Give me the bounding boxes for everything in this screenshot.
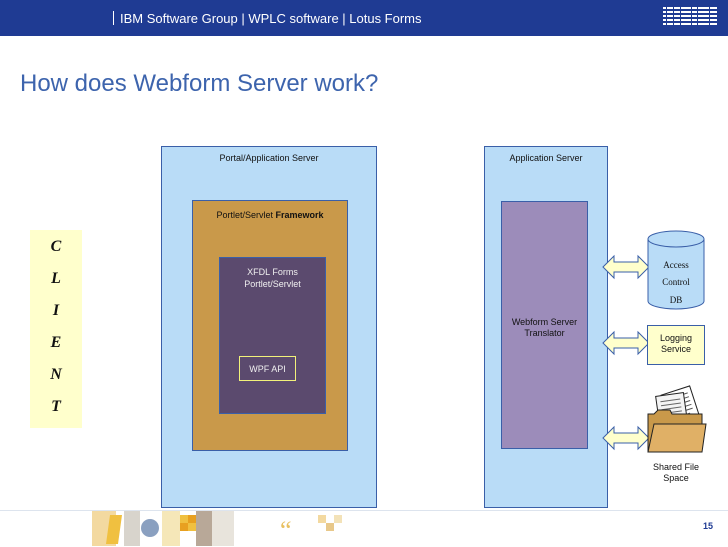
logging-label-line1: Logging [659,333,693,343]
application-server-label: Application Server [509,153,583,163]
client-letter: E [50,334,62,351]
framework-label-prefix: Portlet/Servlet [216,210,276,220]
xfdl-portlet-box [219,257,326,414]
header-bar [0,0,728,36]
webform-translator-box [501,201,588,449]
wpf-api-label: WPF API [249,364,286,374]
client-box: C L I E N T [30,230,82,428]
slide-title: How does Webform Server work? [20,70,379,97]
client-letter: C [50,238,62,255]
portal-server-label: Portal/Application Server [219,153,319,163]
client-letter: T [51,398,61,415]
shared-file-arrow [602,425,650,451]
logging-service-box [647,325,705,365]
portlet-framework-label: Portlet/Servlet Framework [192,209,348,221]
access-db-arrow [602,254,650,280]
shared-file-label-line1: Shared File [652,462,700,472]
folder-icon [647,385,707,453]
client-letter: L [51,270,61,287]
client-letter: N [50,366,62,383]
footer-decoration: “ [92,511,342,546]
access-db-label-line1: Access [663,260,689,270]
page-number: 15 [703,521,714,531]
database-icon [647,230,705,310]
translator-label-line2: Translator [524,328,565,338]
shared-file-label-line2: Space [663,473,689,483]
framework-label-bold: Framework [275,210,324,220]
logging-arrow [602,330,650,356]
footer-quote-glyph: “ [280,516,292,545]
xfdl-portlet-label-line2: Portlet/Servlet [244,279,301,289]
access-db-label-line2: Control [662,277,690,287]
header-breadcrumb-text: IBM Software Group | WPLC software | Lot… [120,11,422,26]
wpf-api-box [239,356,296,381]
access-db-label-line3: DB [669,295,683,305]
translator-label-line1: Webform Server [511,317,578,327]
ibm-logo [663,6,717,26]
client-letter: I [52,302,60,319]
header-breadcrumb: IBM Software Group | WPLC software | Lot… [113,11,422,26]
xfdl-portlet-label-line1: XFDL Forms [247,267,298,277]
logging-label-line2: Service [660,344,691,354]
header-divider [113,11,114,25]
